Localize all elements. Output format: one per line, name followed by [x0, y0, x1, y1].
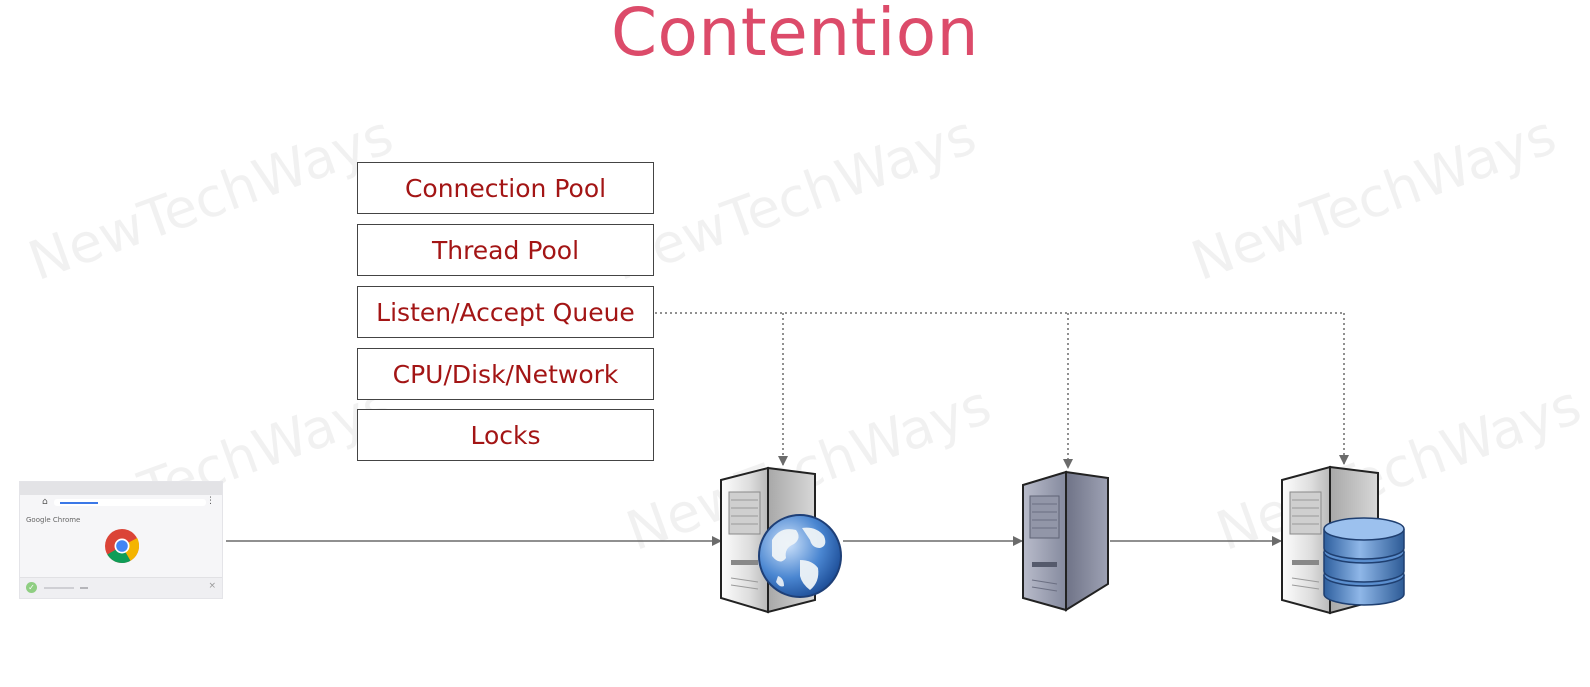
status-placeholder [80, 587, 88, 589]
chrome-logo-icon [105, 529, 140, 563]
chrome-browser-icon: ⌂ ⋮ Google Chrome ✓ × [19, 481, 223, 599]
queue-connectors [655, 312, 1349, 469]
home-icon: ⌂ [42, 497, 48, 507]
menu-dots-icon: ⋮ [206, 496, 215, 506]
check-icon: ✓ [26, 582, 37, 593]
status-placeholder [44, 587, 74, 589]
server-icon [1022, 470, 1109, 612]
factor-listen-accept-queue: Listen/Accept Queue [357, 286, 654, 338]
factor-connection-pool: Connection Pool [357, 162, 654, 214]
browser-status-bar: ✓ × [20, 577, 222, 598]
browser-tab-bar [20, 482, 222, 495]
factor-cpu-disk-network: CPU/Disk/Network [357, 348, 654, 400]
browser-address-bar [54, 499, 206, 506]
page-title: Contention [610, 0, 980, 71]
browser-loading-bar [60, 502, 98, 504]
browser-brand: Google Chrome [26, 516, 81, 524]
factor-thread-pool: Thread Pool [357, 224, 654, 276]
close-icon: × [208, 581, 216, 591]
database-server-icon [1281, 465, 1405, 615]
web-server-globe-icon [720, 466, 842, 614]
factor-locks: Locks [357, 409, 654, 461]
